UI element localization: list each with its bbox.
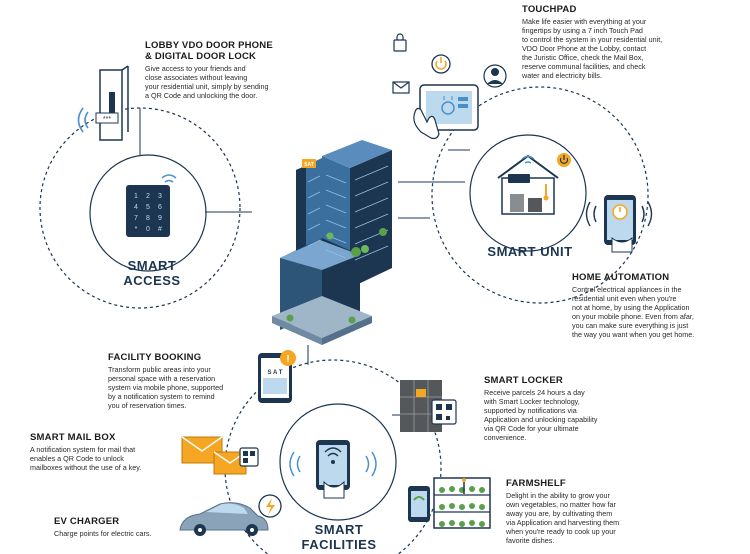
juristic-person-icon: [483, 64, 507, 88]
smart-mail-box: SMART MAIL BOX A notification system for…: [30, 432, 175, 472]
facility-booking-desc: Transform public areas into your persona…: [108, 365, 224, 410]
ev-charger-desc: Charge points for electric cars.: [54, 529, 152, 538]
smart-facilities-label: SMART FACILITIES: [301, 522, 377, 552]
touchpad-desc: Make life easier with everything at your…: [522, 17, 663, 80]
smart-locker-title: SMART LOCKER: [484, 375, 563, 386]
touchpad-lock-icon: [393, 33, 407, 52]
ev-bolt-icon: [258, 494, 282, 518]
ev-charger: EV CHARGER Charge points for electric ca…: [54, 516, 179, 538]
home-automation: HOME AUTOMATION Control electrical appli…: [572, 272, 747, 339]
smart-unit-zone-circle: [431, 86, 649, 304]
lobby-vdo-door-phone-desc: Give access to your friends and close as…: [145, 64, 269, 100]
touchpad-title: TOUCHPAD: [522, 4, 577, 15]
keypad-key: 5: [146, 204, 150, 211]
touchpad-icon: [413, 84, 479, 140]
keypad-key: 2: [146, 193, 150, 200]
keypad-icon: [126, 174, 177, 237]
smart-locker: SMART LOCKER Receive parcels 24 hours a …: [484, 375, 644, 442]
keypad-key: 8: [146, 215, 150, 222]
door-code-text: ***: [103, 116, 111, 123]
door-phone-icon: [77, 65, 129, 141]
booking-sign-text: S A T: [268, 370, 283, 376]
touchpad-mail-icon: [392, 81, 410, 94]
lobby-vdo-door-phone: LOBBY VDO DOOR PHONE & DIGITAL DOOR LOCK…: [145, 40, 315, 100]
house-icon: [497, 154, 559, 215]
home-automation-phone-icon: [585, 195, 653, 253]
farmshelf-desc: Delight in the ability to grow your own …: [506, 491, 620, 545]
building-sign-text: SAT: [304, 162, 314, 168]
farmshelf-title: FARMSHELF: [506, 478, 566, 489]
svg-text:!: !: [286, 354, 289, 365]
touchpad-power-icon: [431, 54, 451, 74]
keypad-key: #: [158, 226, 162, 233]
facility-booking: FACILITY BOOKING Transform public areas …: [108, 352, 258, 410]
keypad-key: 9: [158, 215, 162, 222]
building-illustration: [272, 140, 392, 345]
keypad-key: *: [135, 226, 138, 233]
smart-locker-icon: [400, 380, 457, 432]
farmshelf-icon: [408, 477, 491, 529]
home-automation-desc: Control electrical appliances in the res…: [572, 285, 695, 339]
keypad-key: 4: [134, 204, 138, 211]
keypad-key: 0: [146, 226, 150, 233]
smart-mail-box-desc: A notification system for mail that enab…: [30, 445, 142, 472]
smart-unit-label: SMART UNIT: [487, 244, 573, 259]
farmshelf: FARMSHELF Delight in the ability to grow…: [506, 478, 666, 545]
keypad-key: 7: [134, 215, 138, 222]
lobby-vdo-door-phone-title: LOBBY VDO DOOR PHONE & DIGITAL DOOR LOCK: [145, 40, 273, 62]
smart-facilities-phone-icon: [289, 440, 377, 499]
ev-charger-title: EV CHARGER: [54, 516, 120, 527]
touchpad: TOUCHPAD Make life easier with everythin…: [522, 4, 737, 80]
ev-car-icon: [179, 502, 269, 536]
smart-locker-desc: Receive parcels 24 hours a day with Smar…: [484, 388, 598, 442]
facility-booking-title: FACILITY BOOKING: [108, 352, 202, 363]
smart-mail-box-title: SMART MAIL BOX: [30, 432, 116, 443]
mail-envelope-icon: [181, 436, 259, 475]
keypad-key: 6: [158, 204, 162, 211]
unit-power-icon: [557, 153, 571, 167]
smart-access-label: SMART ACCESS: [123, 258, 181, 288]
keypad-key: 1: [134, 193, 138, 200]
keypad-key: 3: [158, 193, 162, 200]
home-automation-title: HOME AUTOMATION: [572, 272, 670, 283]
keypad-keys: 1 2 3 4 5 6 7 8 9 * 0 #: [134, 193, 162, 233]
facility-booking-phone-icon: !: [258, 350, 296, 403]
